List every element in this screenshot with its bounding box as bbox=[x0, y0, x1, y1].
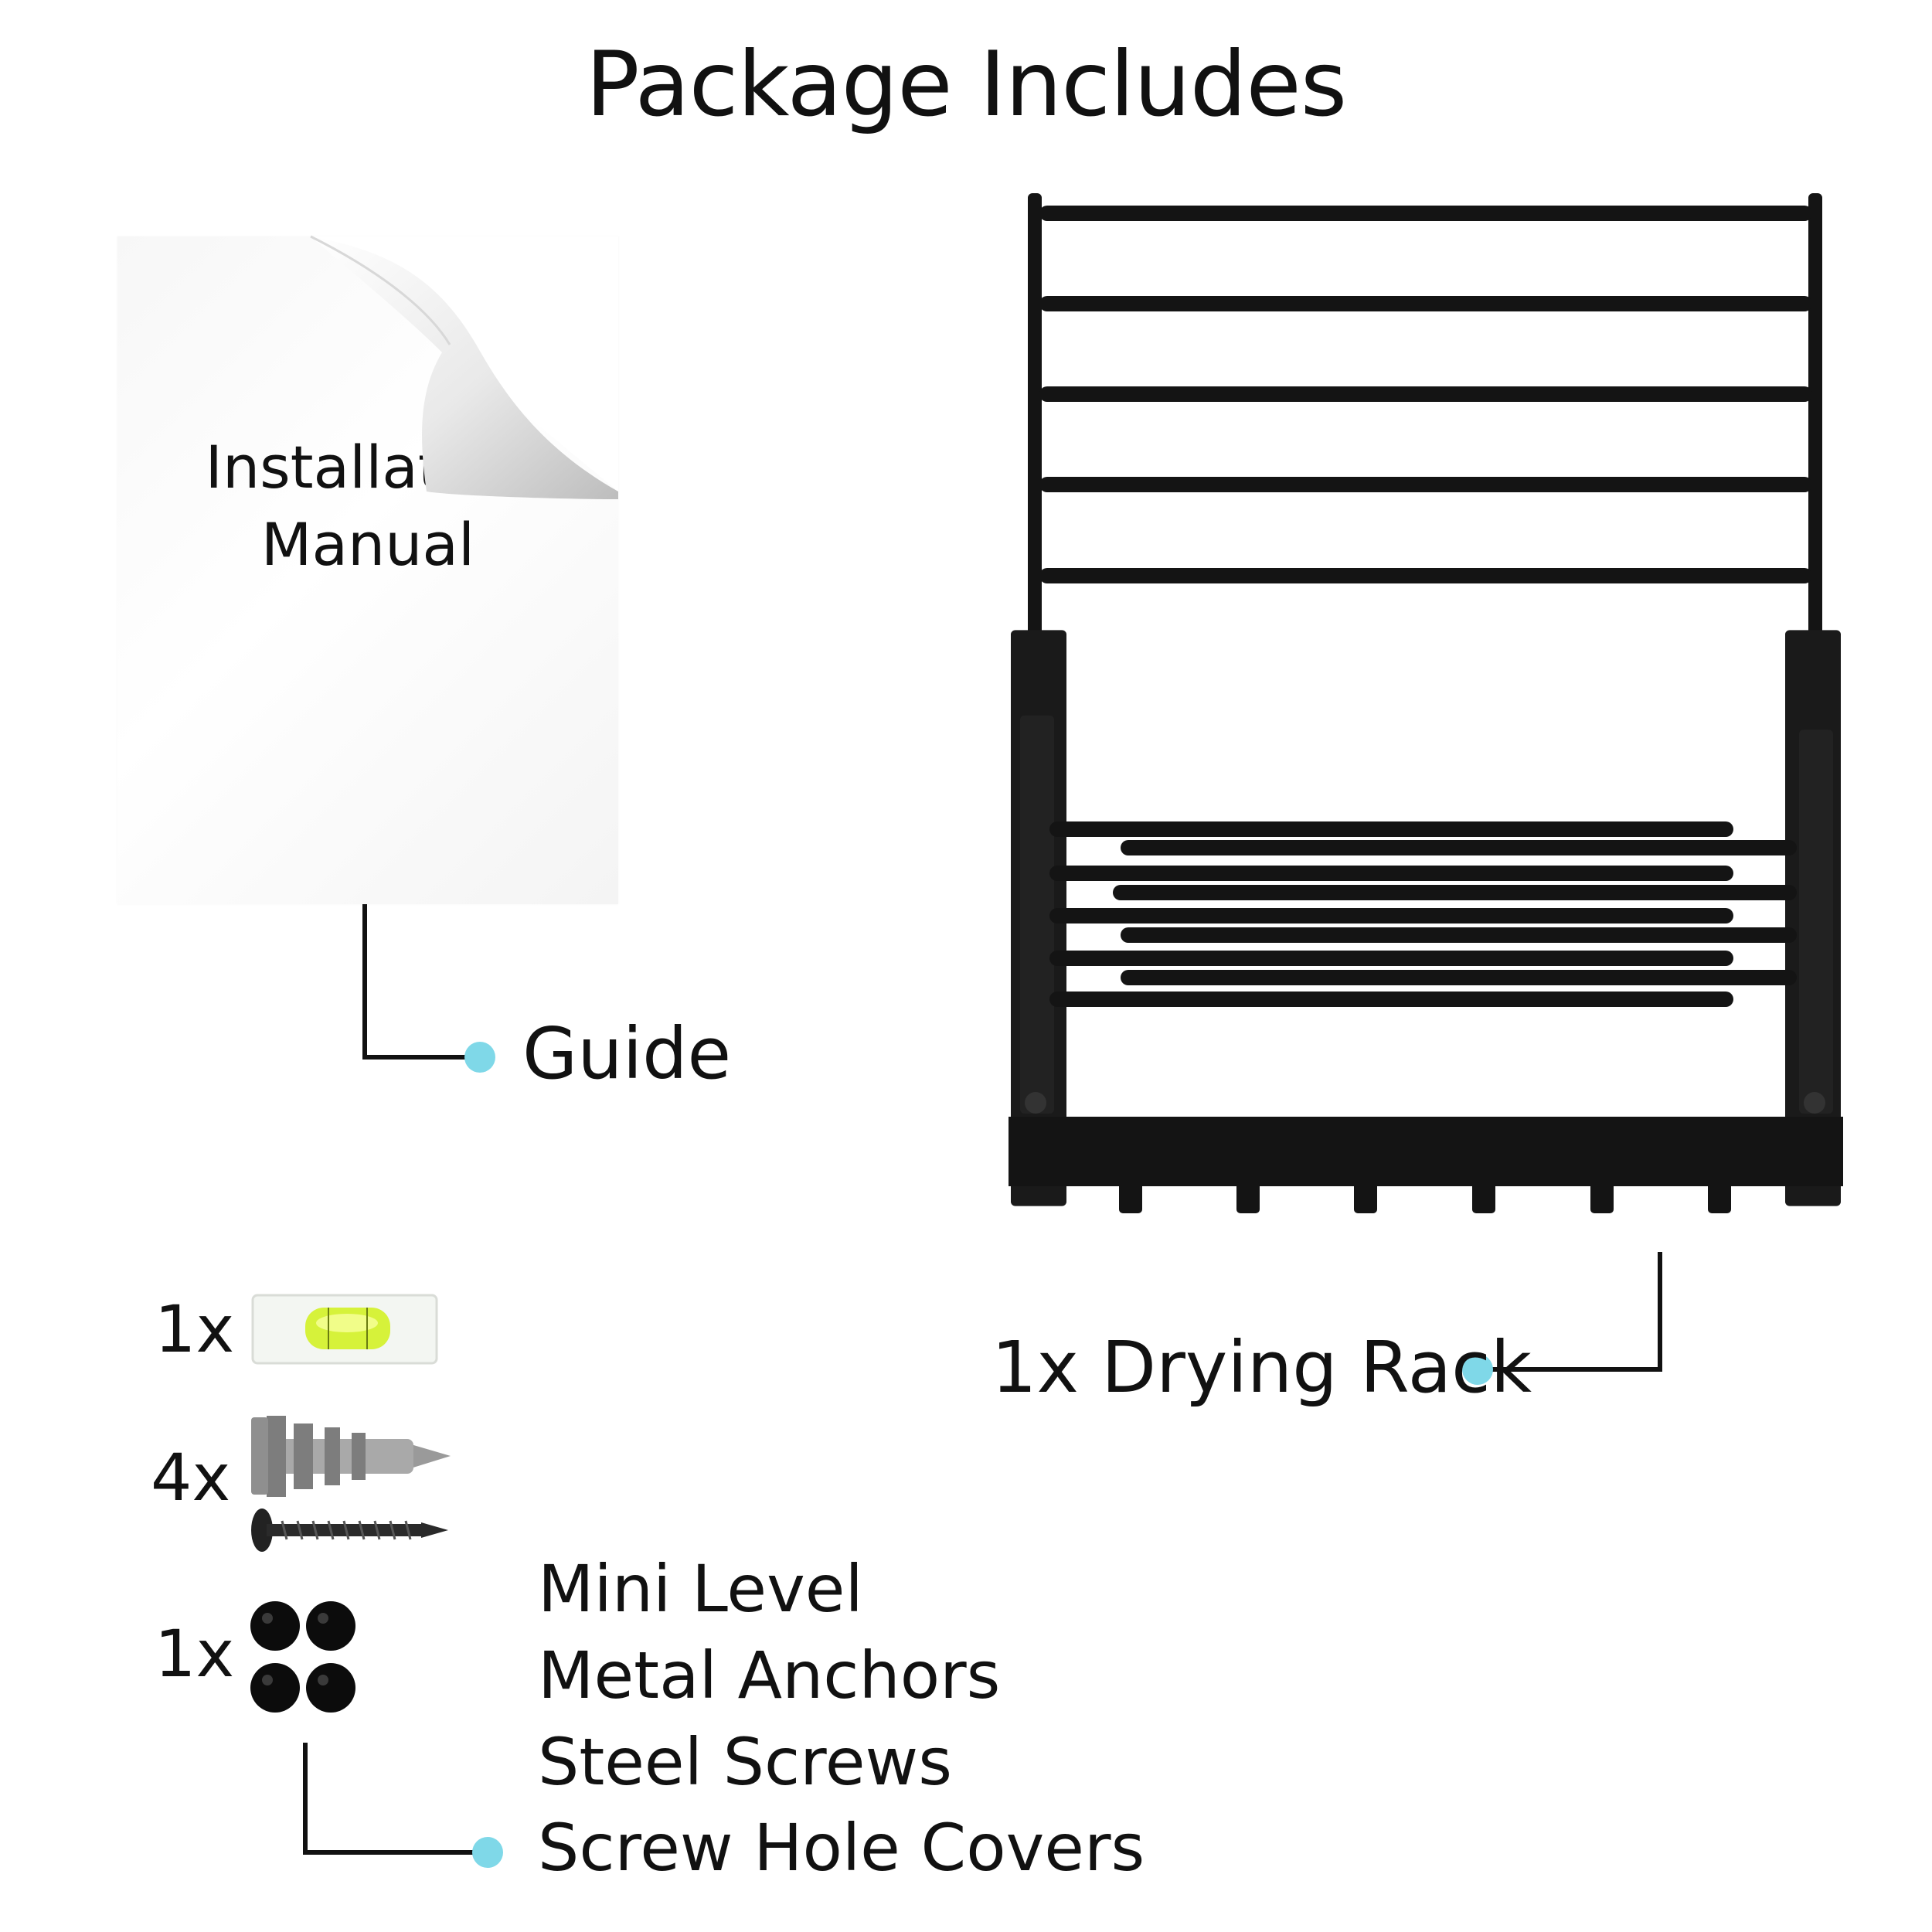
hardware-connector bbox=[303, 1743, 503, 1868]
steel-screw-icon bbox=[251, 1509, 448, 1552]
parts-list-item: Steel Screws bbox=[538, 1724, 952, 1800]
rack-connector bbox=[1462, 1252, 1662, 1385]
anchors-quantity: 4x bbox=[151, 1440, 231, 1515]
covers-quantity: 1x bbox=[155, 1616, 235, 1692]
parts-list-item: Screw Hole Covers bbox=[538, 1810, 1145, 1886]
page-curl-icon bbox=[310, 235, 618, 499]
parts-list-item: Mini Level bbox=[538, 1551, 863, 1627]
page-title: Package Includes bbox=[585, 32, 1347, 137]
manual-title-line2: Manual bbox=[260, 510, 475, 579]
parts-list-item: Metal Anchors bbox=[538, 1638, 1001, 1713]
drying-rack-label: 1x Drying Rack bbox=[992, 1326, 1532, 1409]
mini-level-icon bbox=[251, 1294, 438, 1365]
guide-connector bbox=[362, 904, 495, 1073]
drying-rack-image bbox=[1009, 193, 1843, 1213]
screw-hole-covers-icon bbox=[250, 1601, 355, 1713]
metal-anchor-icon bbox=[251, 1416, 451, 1497]
level-quantity: 1x bbox=[155, 1291, 235, 1367]
guide-label: Guide bbox=[522, 1012, 732, 1095]
